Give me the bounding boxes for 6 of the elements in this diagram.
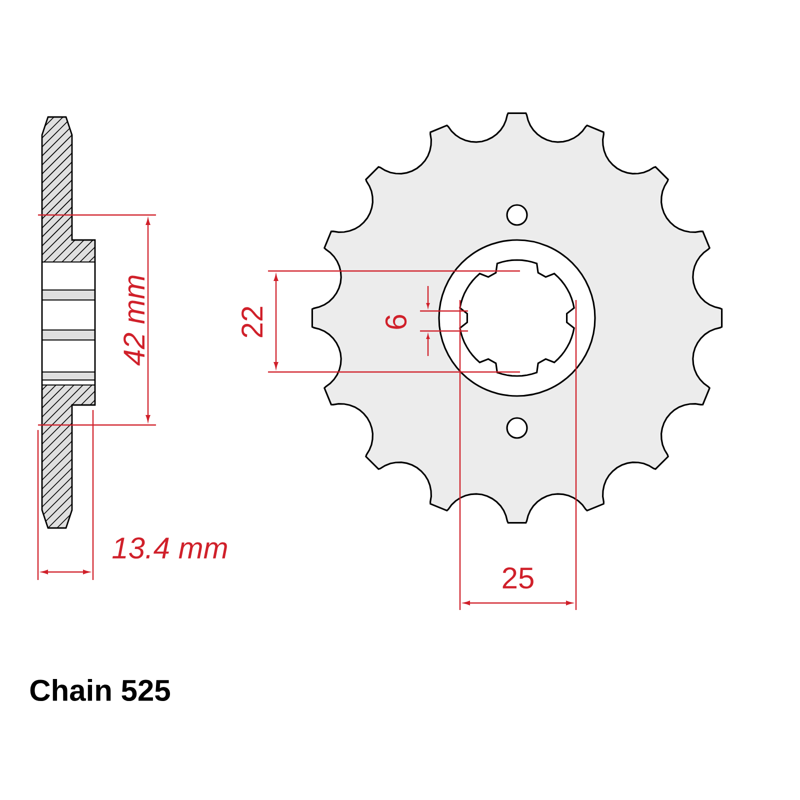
dimension-label: 22 xyxy=(242,306,262,338)
dimension-label: 13.4 mm xyxy=(112,537,227,559)
dimension-label: 25 xyxy=(502,567,534,589)
dimension-label: 42 mm xyxy=(124,276,144,366)
dimension-label: 6 xyxy=(385,314,407,329)
chain-label: Chain 525 xyxy=(30,679,170,702)
